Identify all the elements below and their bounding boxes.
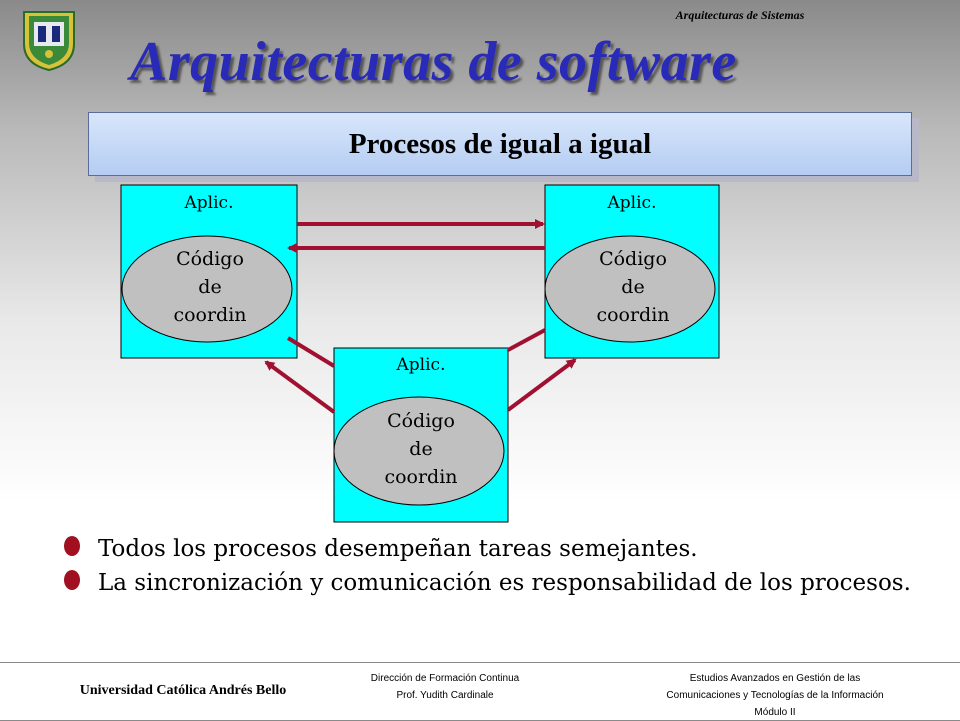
- node-inner-line2: de: [198, 276, 221, 298]
- subtitle-text: Procesos de igual a igual: [348, 127, 652, 160]
- node-inner-line2: de: [409, 438, 432, 460]
- process-node-bottom: Aplic. Código de coordin: [333, 347, 509, 523]
- bullet-icon: [64, 570, 80, 590]
- footer-center-line2: Prof. Yudith Cardinale: [396, 690, 494, 701]
- subtitle-banner: Procesos de igual a igual: [88, 112, 912, 176]
- node-inner-line1: Código: [599, 248, 667, 270]
- node-label: Aplic.: [607, 193, 657, 213]
- node-inner-line3: coordin: [384, 466, 457, 488]
- list-item: La sincronización y comunicación es resp…: [64, 566, 924, 600]
- node-inner-line2: de: [621, 276, 644, 298]
- university-crest-icon: [23, 11, 75, 72]
- bullet-icon: [64, 536, 80, 556]
- node-inner-line1: Código: [387, 410, 455, 432]
- node-label: Aplic.: [184, 193, 234, 213]
- arrow-left-to-bottom: [286, 336, 336, 368]
- footer-right-line2: Comunicaciones y Tecnologías de la Infor…: [666, 690, 884, 701]
- footer-center-line1: Dirección de Formación Continua: [370, 673, 520, 684]
- footer-right-line3: Módulo II: [754, 707, 796, 718]
- process-node-right: Aplic. Código de coordin: [544, 184, 720, 359]
- arrow-bottom-to-right: [506, 358, 577, 412]
- footer-right: Estudios Avanzados en Gestión de las Com…: [630, 670, 920, 721]
- bullet-text: La sincronización y comunicación es resp…: [98, 570, 911, 596]
- node-label: Aplic.: [396, 355, 446, 375]
- arrow-bottom-to-right-upper: [507, 328, 546, 352]
- footer-center: Dirección de Formación Continua Prof. Yu…: [325, 670, 565, 704]
- bullet-list: Todos los procesos desempeñan tareas sem…: [64, 532, 924, 600]
- node-inner-line3: coordin: [596, 304, 669, 326]
- process-node-left: Aplic. Código de coordin: [120, 184, 298, 359]
- bullet-text: Todos los procesos desempeñan tareas sem…: [98, 536, 698, 562]
- page-title: Arquitecturas de software: [130, 31, 737, 93]
- footer-right-line1: Estudios Avanzados en Gestión de las: [689, 673, 861, 684]
- list-item: Todos los procesos desempeñan tareas sem…: [64, 532, 924, 566]
- node-inner-line1: Código: [176, 248, 244, 270]
- arrow-bottom-to-left: [264, 360, 336, 414]
- footer-university: Universidad Católica Andrés Bello: [79, 683, 287, 698]
- header-label: Arquitecturas de Sistemas: [675, 8, 805, 22]
- node-inner-line3: coordin: [173, 304, 246, 326]
- footer-divider: [0, 662, 960, 663]
